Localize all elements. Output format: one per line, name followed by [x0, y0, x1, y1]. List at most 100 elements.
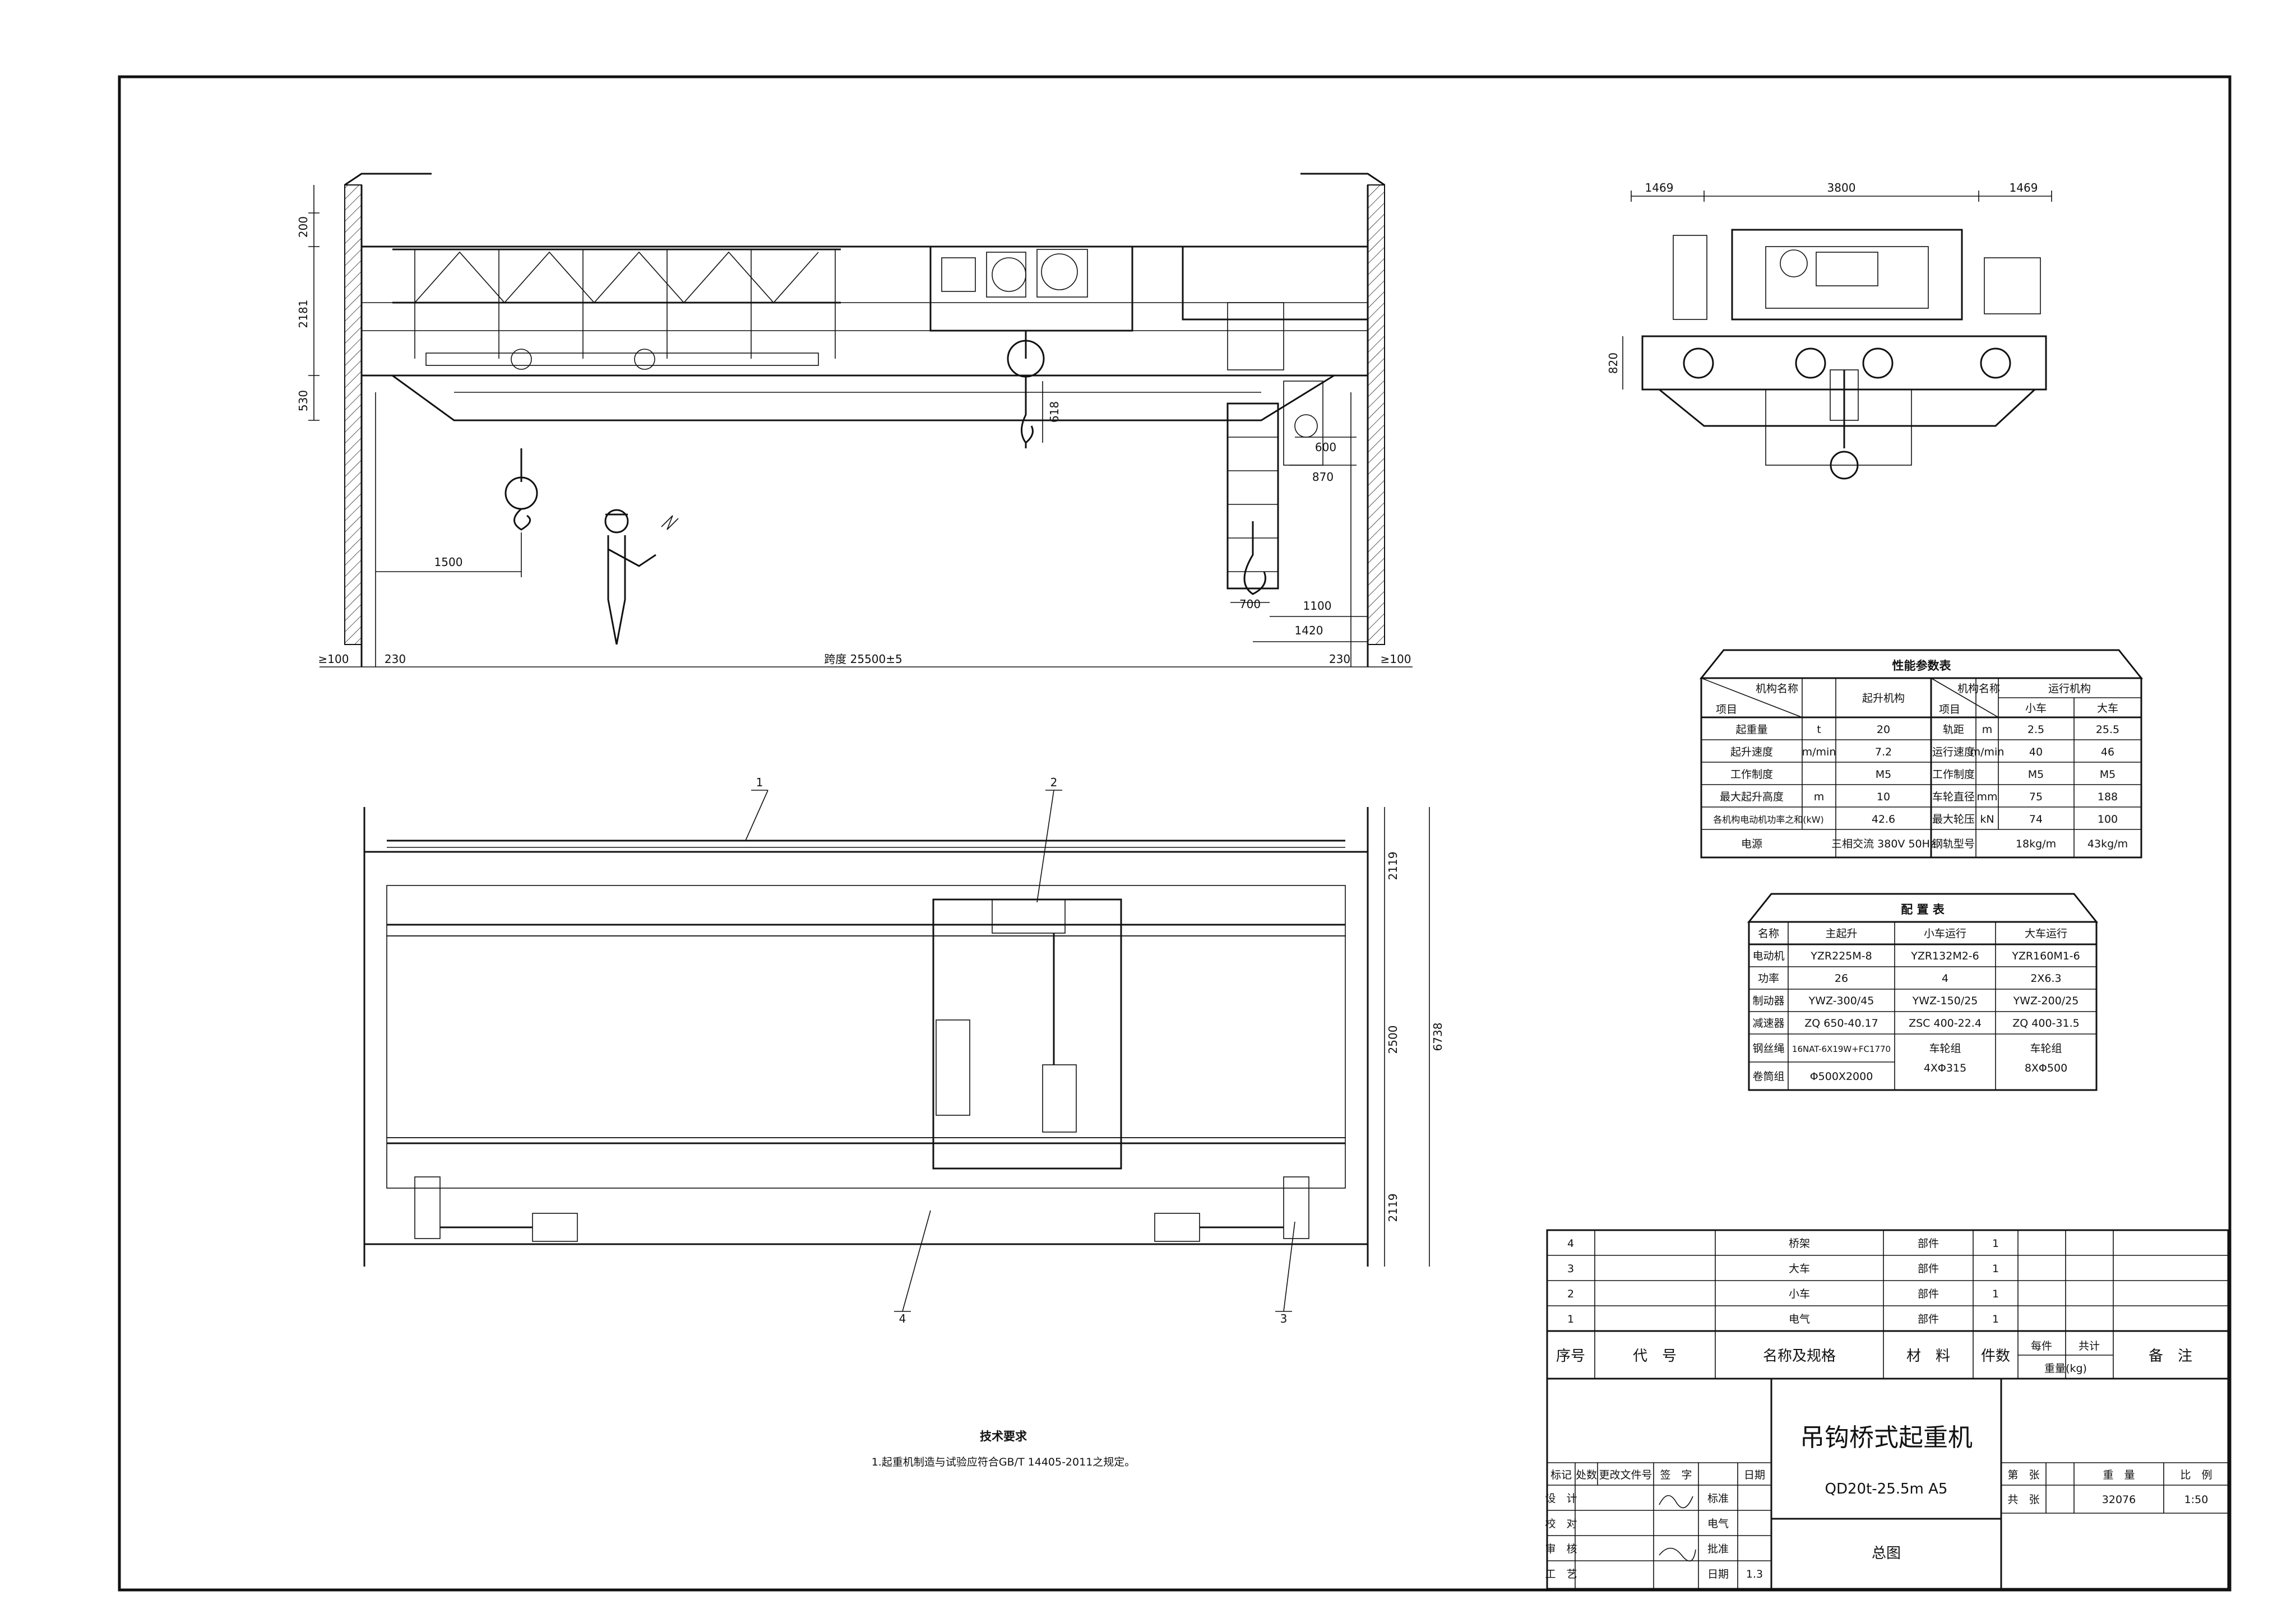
tb-hdr-mark: 标记	[1550, 1469, 1572, 1481]
config-cell: 钢丝绳	[1752, 1042, 1784, 1055]
tb-weight-value: 32076	[2102, 1494, 2136, 1506]
perf-cell: 工作制度	[1932, 768, 1975, 781]
config-cell: 车轮组	[1929, 1042, 1961, 1055]
perf-cell: 42.6	[1872, 813, 1895, 826]
config-cell: 减速器	[1752, 1017, 1784, 1030]
perf-cell: 起升速度	[1730, 746, 1773, 758]
configuration-table: 配 置 表 名称 主起升 小车运行 大车运行 电动机 YZR225M-8 YZR…	[1747, 893, 2099, 1091]
perf-cell: 25.5	[2096, 724, 2119, 736]
drawing-name: 总图	[1872, 1545, 1901, 1562]
perf-cell: m	[1982, 724, 1993, 736]
parts-cell: 4	[1567, 1237, 1574, 1250]
parts-cell: 桥架	[1789, 1237, 1810, 1250]
config-table-title: 配 置 表	[1901, 903, 1945, 916]
perf-cell: 75	[2029, 791, 2043, 803]
config-cell: ZSC 400-22.4	[1909, 1017, 1982, 1030]
dim-3800: 3800	[1827, 181, 1856, 194]
perf-cell: 起重量	[1735, 724, 1767, 736]
perf-hdr-right-bottom: 项目	[1939, 703, 1960, 716]
config-cell: 8XΦ500	[2025, 1062, 2067, 1074]
parts-cell: 小车	[1789, 1288, 1810, 1300]
parts-cell: 2	[1567, 1288, 1574, 1300]
dim-870: 870	[1312, 470, 1334, 484]
side-view: 1469 3800 1469 820	[1607, 181, 2052, 480]
perf-cell: M5	[1876, 768, 1891, 781]
perf-hdr-lifting: 起升机构	[1862, 692, 1905, 704]
perf-cell: 46	[2101, 746, 2114, 758]
perf-cell: 三相交流 380V 50Hz	[1831, 838, 1936, 850]
tb-review: 审 核	[1545, 1543, 1577, 1555]
front-elevation-view: 200 2181 530 618 600 870 1500 700 1100 1…	[297, 173, 1413, 667]
parts-hdr-unit: 每件	[2031, 1340, 2052, 1352]
config-cell: 2X6.3	[2030, 972, 2061, 985]
tb-sheet-label: 第 张	[2007, 1469, 2039, 1481]
tb-standard: 标准	[1707, 1492, 1729, 1505]
dim-618: 618	[1048, 401, 1061, 423]
perf-cell: 74	[2029, 813, 2043, 826]
tech-req-line-1: 1.起重机制造与试验应符合GB/T 14405-2011之规定。	[872, 1456, 1136, 1468]
perf-cell: m	[1814, 791, 1825, 803]
product-name: 吊钩桥式起重机	[1800, 1423, 1973, 1452]
perf-cell: 车轮直径	[1932, 791, 1975, 803]
perf-cell: 40	[2029, 746, 2043, 758]
dim-1500: 1500	[434, 555, 463, 569]
perf-cell: 100	[2098, 813, 2118, 826]
plan-view: 1 2 3 4 2119 2500 6738 2119	[363, 776, 1445, 1325]
dim-2500: 2500	[1386, 1026, 1400, 1054]
parts-hdr-material: 材 料	[1906, 1348, 1950, 1365]
table-row: 电源 三相交流 380V 50Hz 钢轨型号 18kg/m 43kg/m	[1741, 838, 2128, 850]
dim-600: 600	[1315, 440, 1336, 454]
parts-hdr-remark: 备 注	[2149, 1348, 2192, 1365]
parts-cell: 电气	[1789, 1313, 1810, 1325]
parts-cell: 部件	[1918, 1313, 1939, 1325]
config-cell: 4XΦ315	[1924, 1062, 1966, 1074]
tb-design: 设 计	[1545, 1492, 1577, 1505]
perf-cell: 188	[2098, 791, 2118, 803]
parts-hdr-name: 名称及规格	[1763, 1348, 1836, 1365]
parts-cell: 部件	[1918, 1237, 1939, 1250]
title-block: 吊钩桥式起重机 QD20t-25.5m A5 总图 标记 处数 更改文件号 签 …	[1545, 1378, 2229, 1590]
parts-hdr-no: 序号	[1556, 1348, 1585, 1365]
dim-230-left: 230	[385, 652, 406, 666]
tb-electric: 电气	[1707, 1518, 1729, 1530]
table-row: 制动器 YWZ-300/45 YWZ-150/25 YWZ-200/25	[1752, 995, 2079, 1007]
perf-cell: M5	[2028, 768, 2044, 781]
tb-total-sheets-label: 共 张	[2007, 1494, 2039, 1506]
perf-cell: M5	[2100, 768, 2116, 781]
parts-cell: 1	[1992, 1313, 1999, 1325]
tb-hdr-sign: 签 字	[1660, 1469, 1692, 1481]
callout-3: 3	[1280, 1312, 1288, 1325]
config-cell: Φ500X2000	[1810, 1070, 1873, 1083]
table-row: 功率 26 4 2X6.3	[1758, 972, 2062, 985]
parts-cell: 1	[1992, 1288, 1999, 1300]
perf-hdr-travel: 运行机构	[2048, 683, 2091, 695]
config-cell: YWZ-200/25	[2013, 995, 2079, 1007]
perf-cell: 轨距	[1943, 724, 1964, 736]
dim-6738: 6738	[1431, 1023, 1445, 1051]
performance-parameter-table: 性能参数表 机构名称 项目 起升机构 机构名称 项目 运行机构 小车 大车 起重…	[1699, 649, 2144, 859]
callout-2: 2	[1050, 776, 1058, 789]
parts-cell: 部件	[1918, 1288, 1939, 1300]
table-row: 工作制度 M5 工作制度 M5 M5	[1730, 768, 2116, 781]
perf-cell: 18kg/m	[2016, 838, 2056, 850]
perf-cell: 电源	[1741, 838, 1762, 850]
reviewer-signature	[1659, 1547, 1696, 1562]
config-cell: 电动机	[1752, 950, 1784, 962]
table-row: 最大起升高度 m 10 车轮直径 mm 75 188	[1720, 791, 2118, 803]
parts-hdr-qty: 件数	[1981, 1348, 2010, 1365]
perf-cell: 工作制度	[1730, 768, 1773, 781]
parts-cell: 1	[1992, 1263, 1999, 1275]
config-cell: YZR132M2-6	[1910, 950, 1979, 962]
config-col-main-hoist: 主起升	[1825, 928, 1857, 940]
table-row: 电动机 YZR225M-8 YZR132M2-6 YZR160M1-6	[1752, 950, 2080, 962]
config-col-bridge: 大车运行	[2025, 928, 2067, 940]
parts-cell: 3	[1567, 1263, 1574, 1275]
config-cell: 制动器	[1752, 995, 1784, 1007]
table-row: 各机构电动机功率之和(kW) 42.6 最大轮压 kN 74 100	[1713, 813, 2118, 826]
table-row: 起升速度 m/min 7.2 运行速度 m/min 40 46	[1730, 746, 2114, 758]
perf-cell: 钢轨型号	[1932, 838, 1975, 850]
config-cell: YZR225M-8	[1810, 950, 1872, 962]
perf-cell: mm	[1976, 791, 1997, 803]
config-col-name: 名称	[1758, 928, 1779, 940]
